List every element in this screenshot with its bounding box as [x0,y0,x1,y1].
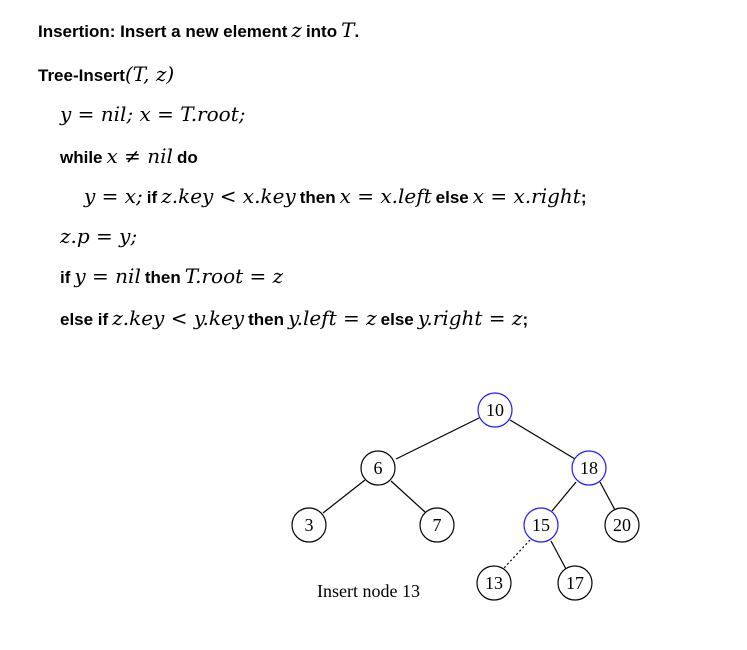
tree-node-15: 15 [523,507,559,543]
tree-node-18: 18 [571,450,607,486]
code-line-3: y = x; if z.key < x.key then x = x.left … [84,184,587,208]
svg-text:6: 6 [374,458,383,478]
code-line-5: if y = nil then T.root = z [60,264,284,288]
tree-node-7: 7 [419,507,455,543]
tree-node-17: 17 [557,565,593,601]
tree-node-6: 6 [360,450,396,486]
section-title: Insertion: Insert a new element z into T… [38,18,360,42]
svg-text:7: 7 [433,515,442,535]
svg-text:13: 13 [485,573,503,593]
tree-node-20: 20 [604,507,640,543]
svg-text:17: 17 [566,573,584,593]
code-line-2: while x ≠ nil do [60,144,198,168]
tree-node-13-new: 13 [476,565,512,601]
tree-node-10: 10 [477,392,513,428]
svg-text:18: 18 [580,458,598,478]
edge-18-20 [599,481,616,511]
edge-15-17 [550,540,567,570]
svg-text:10: 10 [486,400,504,420]
diagram-caption: Insert node 13 [317,581,420,601]
edge-15-13-new [503,539,531,569]
code-line-4: z.p = y; [60,224,138,248]
svg-text:20: 20 [613,515,631,535]
svg-text:3: 3 [305,515,314,535]
edge-6-7 [390,480,426,513]
procedure-signature: Tree-Insert(T, z) [38,62,175,86]
edge-6-3 [322,479,366,514]
code-line-6: else if z.key < y.key then y.left = z el… [60,306,529,330]
svg-text:15: 15 [532,515,550,535]
edge-10-6 [395,417,480,460]
tree-node-3: 3 [291,507,327,543]
code-line-1: y = nil; x = T.root; [60,102,246,126]
edge-18-15 [551,481,577,512]
edge-10-18 [509,419,576,460]
